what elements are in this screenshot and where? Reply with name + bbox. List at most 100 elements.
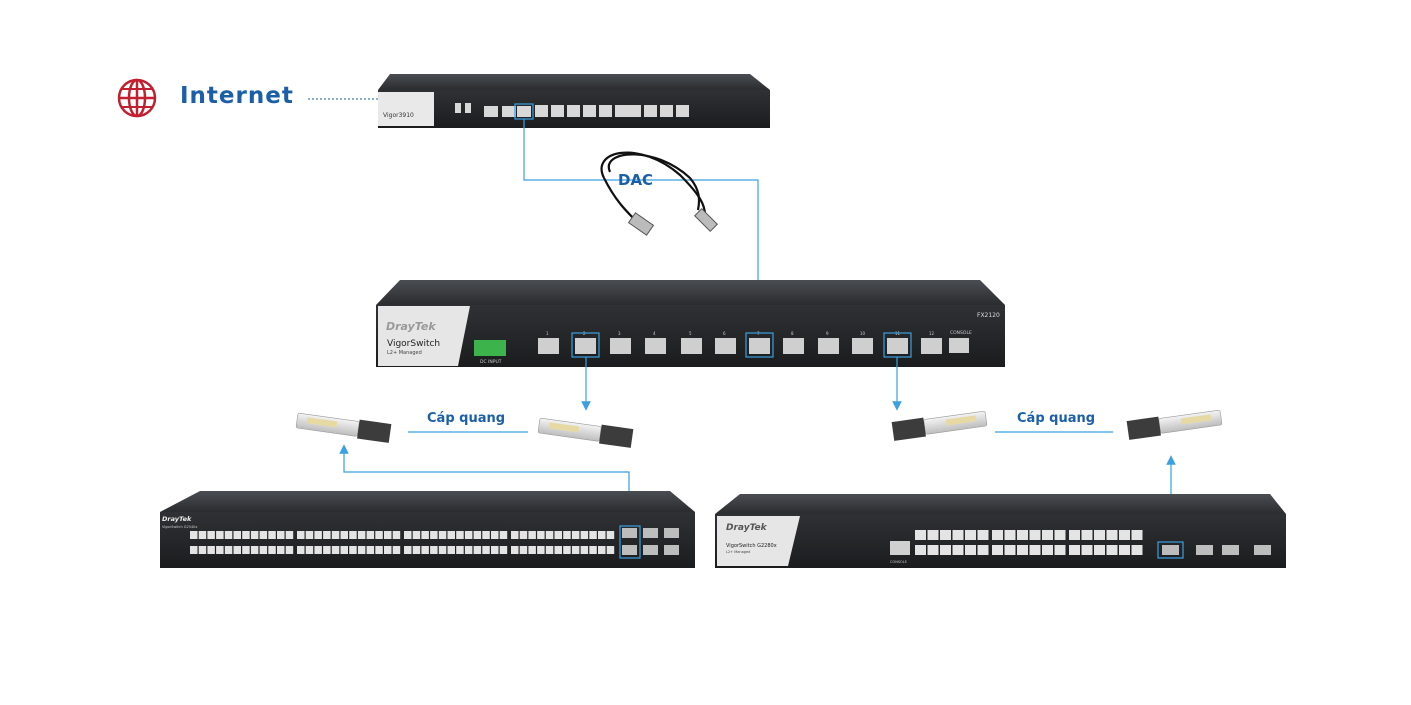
left-rj45-port xyxy=(250,546,259,554)
right-rj45-port xyxy=(915,545,926,555)
left-rj45-port xyxy=(285,531,294,539)
left-rj45-port xyxy=(323,531,331,539)
fx-sfp-port xyxy=(887,338,908,354)
left-rj45-port xyxy=(537,546,545,554)
fx-sfp-port xyxy=(715,338,736,354)
right-rj45-port xyxy=(977,530,989,540)
left-rj45-port xyxy=(571,546,580,554)
sfp-module-left-b xyxy=(537,417,634,448)
fx-sfp-port xyxy=(749,338,770,354)
aggregation-switch-device: DrayTek VigorSwitch L2+ Managed FX2120 D… xyxy=(376,280,1005,367)
left-rj45-port xyxy=(464,531,473,539)
right-rj45-ports xyxy=(915,530,1143,555)
left-rj45-port xyxy=(545,546,554,554)
left-rj45-port xyxy=(519,546,528,554)
left-rj45-port xyxy=(473,531,482,539)
left-rj45-port xyxy=(598,546,606,554)
left-rj45-port xyxy=(589,546,597,554)
left-rj45-port xyxy=(412,546,421,554)
left-rj45-port xyxy=(331,531,340,539)
fx-port-number: 1 xyxy=(546,331,549,336)
left-rj45-port xyxy=(349,531,357,539)
left-rj45-port xyxy=(268,531,276,539)
left-rj45-port xyxy=(305,546,314,554)
left-rj45-port xyxy=(297,546,305,554)
left-rj45-port xyxy=(473,546,482,554)
left-rj45-port xyxy=(554,546,562,554)
sfp-module-left-a xyxy=(295,412,392,443)
left-rj45-port xyxy=(392,531,401,539)
fx-sfp-port xyxy=(681,338,702,354)
fx-sfp-port xyxy=(645,338,666,354)
left-rj45-port xyxy=(528,546,536,554)
fiber-label-left: Cáp quang xyxy=(427,411,506,426)
left-rj45-port xyxy=(421,531,429,539)
left-rj45-port xyxy=(563,531,571,539)
fx-port-highlight-7 xyxy=(745,332,774,358)
router-model-label: Vigor3910 xyxy=(383,112,414,119)
right-rj45-port xyxy=(1069,530,1080,540)
left-rj45-port xyxy=(198,531,207,539)
right-rj45-port xyxy=(1131,530,1143,540)
left-rj45-port xyxy=(268,546,276,554)
left-rj45-port xyxy=(190,546,198,554)
left-rj45-port xyxy=(216,531,224,539)
left-rj45-port xyxy=(580,546,589,554)
left-rj45-port xyxy=(233,546,241,554)
fx-port-number: 6 xyxy=(723,331,726,336)
fx-port-number: 5 xyxy=(689,331,692,336)
globe-icon xyxy=(117,78,157,118)
left-rj45-port xyxy=(499,546,508,554)
left-rj45-port xyxy=(511,546,519,554)
left-rj45-port xyxy=(482,531,490,539)
right-rj45-port xyxy=(1081,530,1093,540)
right-rj45-port xyxy=(1106,545,1118,555)
fx-name-label: VigorSwitch xyxy=(387,339,440,349)
left-rj45-port xyxy=(250,531,259,539)
left-rj45-port xyxy=(606,531,615,539)
right-rj45-port xyxy=(952,545,964,555)
fx-sfp-port xyxy=(852,338,873,354)
left-rj45-port xyxy=(305,531,314,539)
right-name-label: VigorSwitch G2280x xyxy=(726,543,777,549)
left-rj45-port xyxy=(519,531,528,539)
right-rj45-port xyxy=(915,530,926,540)
left-rj45-ports xyxy=(190,531,615,554)
switch-left-device: DrayTek VigorSwitch G2540x xyxy=(160,491,695,568)
left-rj45-port xyxy=(233,531,241,539)
right-rj45-port xyxy=(940,530,951,540)
right-brand-label: DrayTek xyxy=(726,523,768,533)
fx-sfp-port xyxy=(783,338,804,354)
right-console-label: CONSOLE xyxy=(890,560,907,564)
fx-port-number: 8 xyxy=(791,331,794,336)
left-rj45-port xyxy=(456,546,464,554)
sfp-module-right-b xyxy=(1126,409,1223,440)
left-rj45-port xyxy=(384,546,392,554)
left-rj45-port xyxy=(224,531,233,539)
right-rj45-port xyxy=(965,530,976,540)
left-rj45-port xyxy=(357,546,366,554)
left-rj45-port xyxy=(216,546,224,554)
fx-brand-label: DrayTek xyxy=(386,320,436,333)
left-rj45-port xyxy=(259,531,268,539)
fx-port-number: 12 xyxy=(929,331,935,336)
left-rj45-port xyxy=(285,546,294,554)
left-rj45-port xyxy=(528,531,536,539)
fx-port-number: 10 xyxy=(860,331,866,336)
left-rj45-port xyxy=(366,531,375,539)
fx-port-number: 4 xyxy=(653,331,656,336)
fx-model-label: FX2120 xyxy=(977,312,1000,319)
left-rj45-port xyxy=(438,546,447,554)
right-sfp-highlight xyxy=(1157,541,1184,559)
right-rj45-port xyxy=(1094,545,1105,555)
left-rj45-port xyxy=(537,531,545,539)
fx-subtitle-label: L2+ Managed xyxy=(387,350,422,356)
fx-console-label: CONSOLE xyxy=(950,330,972,336)
left-rj45-port xyxy=(340,531,348,539)
left-rj45-port xyxy=(259,546,268,554)
left-rj45-port xyxy=(598,531,606,539)
right-rj45-port xyxy=(927,530,939,540)
left-rj45-port xyxy=(190,531,198,539)
router-device: Vigor3910 xyxy=(378,74,770,128)
